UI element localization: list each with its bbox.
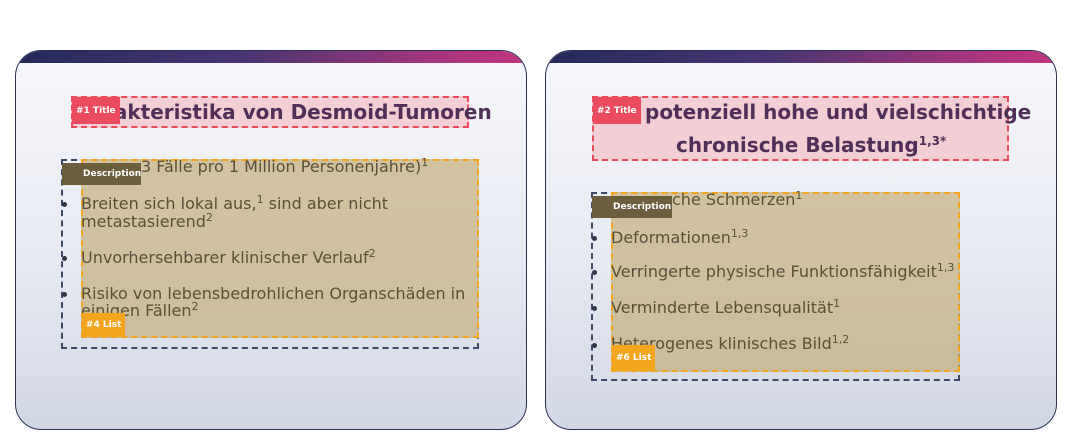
region-tag-title-1: #1 Title bbox=[72, 97, 120, 124]
bullet-icon bbox=[592, 236, 597, 241]
title-region-2[interactable] bbox=[592, 96, 1009, 161]
list-item-continued: metastasierend2 bbox=[81, 211, 213, 231]
bullet-icon bbox=[592, 306, 597, 311]
left-first-line: 3 Fälle pro 1 Million Personenjahre)1 bbox=[141, 156, 429, 176]
region-tag-title-2: #2 Title bbox=[593, 97, 641, 124]
list-item: Verminderte Lebensqualität1 bbox=[611, 297, 841, 317]
slide-title-left: rakteristika von Desmoid-Tumoren bbox=[104, 100, 492, 124]
list-item: Breiten sich lokal aus,1 sind aber nicht bbox=[81, 193, 389, 213]
bullet-icon bbox=[62, 292, 67, 297]
list-item: Risiko von lebensbedrohlichen Organschäd… bbox=[81, 284, 466, 303]
region-tag-list-4: #4 List bbox=[82, 313, 126, 337]
right-first-line: che Schmerzen1 bbox=[672, 189, 803, 209]
list-region-6[interactable] bbox=[611, 192, 960, 372]
region-tag-list-6: #6 List bbox=[612, 345, 656, 371]
bullet-icon bbox=[62, 256, 67, 261]
list-item: Deformationen1,3 bbox=[611, 227, 749, 247]
list-region-4[interactable] bbox=[81, 159, 479, 338]
slide-title-right-line1: potenziell hohe und vielschichtige bbox=[645, 100, 1032, 124]
bullet-icon bbox=[592, 270, 597, 275]
list-item: Verringerte physische Funktionsfähigkeit… bbox=[611, 261, 955, 281]
slide-header-bar bbox=[546, 51, 1056, 63]
region-tag-description-5: Description bbox=[592, 196, 672, 218]
slide-title-right-line2: chronische Belastung1,3* bbox=[676, 133, 947, 157]
bullet-icon bbox=[62, 202, 67, 207]
slide-header-bar bbox=[16, 51, 526, 63]
list-item: Heterogenes klinisches Bild1,2 bbox=[611, 333, 850, 353]
bullet-icon bbox=[592, 343, 597, 348]
list-item: Unvorhersehbarer klinischer Verlauf2 bbox=[81, 247, 376, 267]
region-tag-description-3: Description bbox=[62, 163, 141, 185]
